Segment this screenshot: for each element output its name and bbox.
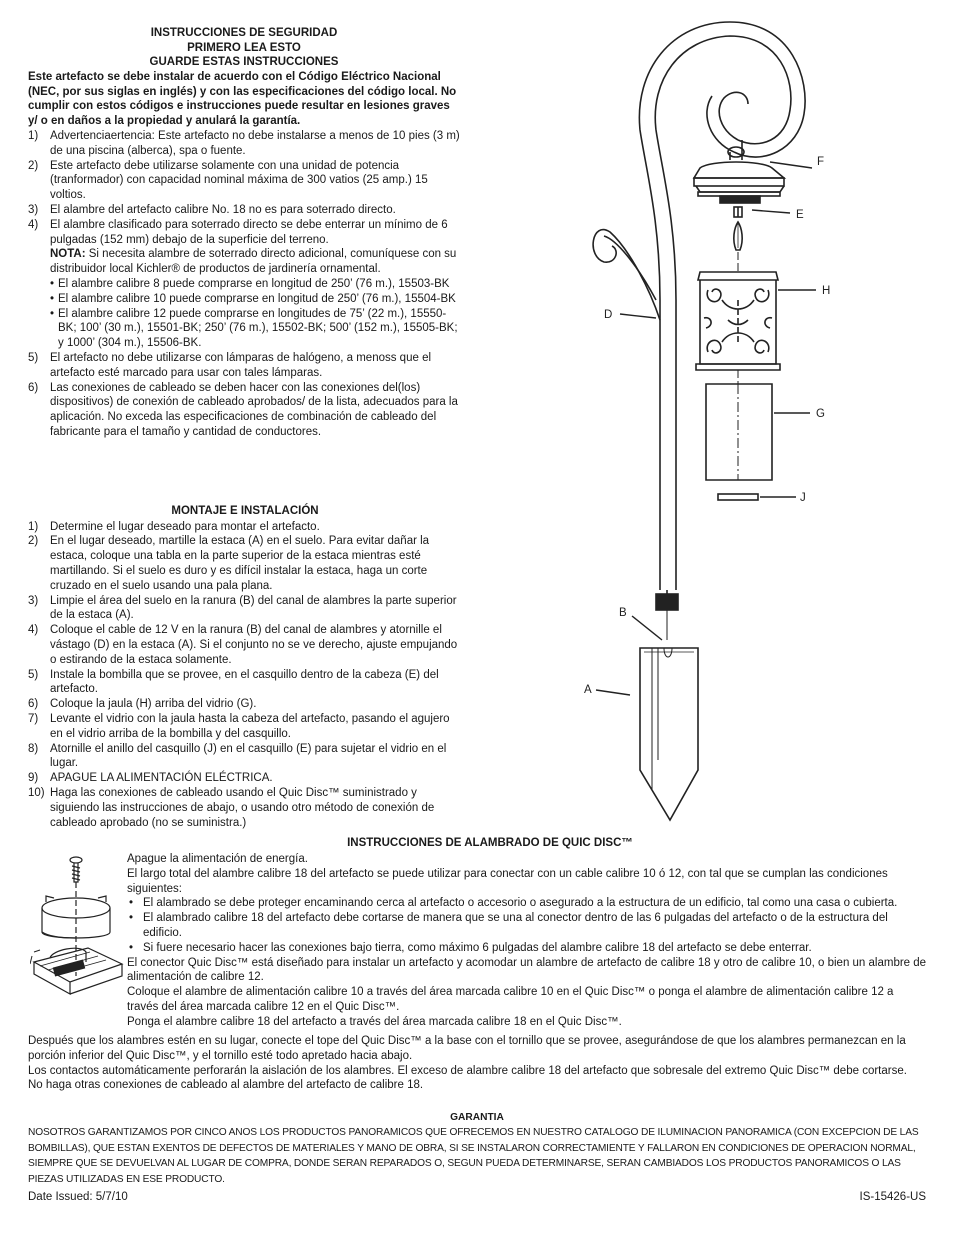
- qd-step-6: Después que los alambres estén en su lug…: [28, 1035, 906, 1062]
- quicdisc-title: INSTRUCCIONES DE ALAMBRADO DE QUIC DISC™: [347, 837, 633, 849]
- mounting-section: MONTAJE E INSTALACIÓN 1)Determine el lug…: [28, 504, 462, 830]
- qd-step-2: El largo total del alambre calibre 18 de…: [127, 867, 888, 895]
- list-item: 7)Levante el vidrio con la jaula hasta l…: [28, 712, 450, 740]
- list-item: •El alambre calibre 8 puede comprarse en…: [50, 277, 450, 290]
- safety-list: 1)Advertenciaertencia: Este artefacto no…: [28, 129, 460, 440]
- safety-title-2: PRIMERO LEA ESTO: [187, 41, 301, 54]
- qd-step-7: Los contactos automáticamente perforarán…: [28, 1064, 907, 1077]
- bullet-list: •El alambre calibre 8 puede comprarse en…: [28, 277, 460, 351]
- list-item: 3)Limpie el área del suelo en la ranura …: [28, 594, 457, 622]
- list-item: 4)Coloque el cable de 12 V en la ranura …: [28, 624, 458, 666]
- quicdisc-section-indented: Apague la alimentación de energía. El la…: [127, 852, 927, 1030]
- label-d: D: [604, 309, 612, 321]
- list-item: 8)Atornille el anillo del casquillo (J) …: [28, 742, 447, 770]
- list-item: 3)El alambre del artefacto calibre No. 1…: [28, 203, 396, 216]
- label-a: A: [584, 684, 592, 696]
- label-b: B: [619, 607, 627, 619]
- quicdisc-illustration: [30, 856, 124, 996]
- list-item: 6)Coloque la jaula (H) arriba del vidrio…: [28, 698, 257, 711]
- list-item: 5)El artefacto no debe utilizarse con lá…: [28, 351, 432, 379]
- list-item: 1)Determine el lugar deseado para montar…: [28, 520, 320, 533]
- label-j: J: [800, 492, 806, 504]
- qd-step-1: Apague la alimentación de energía.: [127, 853, 308, 865]
- label-f: F: [817, 156, 824, 168]
- safety-title-3: GUARDE ESTAS INSTRUCCIONES: [149, 56, 339, 69]
- qd-step-5: Ponga el alambre calibre 18 del artefact…: [127, 1015, 622, 1028]
- list-item: •Si fuere necesario hacer las conexiones…: [129, 941, 812, 954]
- list-item: 4)El alambre clasificado para soterrado …: [28, 218, 448, 246]
- list-item: 10)Haga las conexiones de cableado usand…: [28, 786, 435, 829]
- label-e: E: [796, 209, 804, 221]
- list-item: •El alambre calibre 12 puede comprarse e…: [50, 307, 458, 350]
- label-h: H: [822, 285, 830, 297]
- list-item: •El alambrado calibre 18 del artefacto d…: [129, 912, 888, 939]
- qd-step-8: No haga otras conexiones de cableado al …: [28, 1079, 424, 1092]
- label-g: G: [816, 408, 825, 420]
- list-item: 2)En el lugar deseado, martille la estac…: [28, 535, 430, 592]
- warranty-title: GARANTIA: [450, 1112, 504, 1123]
- list-item: 5)Instale la bombilla que se provee, en …: [28, 668, 439, 696]
- qd-step-4: Coloque el alambre de alimentación calib…: [127, 986, 894, 1013]
- note: NOTA: Si necesita alambre de soterrado d…: [50, 248, 457, 276]
- list-item: •El alambre calibre 10 puede comprarse e…: [50, 292, 456, 305]
- mounting-title: MONTAJE E INSTALACIÓN: [171, 505, 319, 517]
- list-item: 2)Este artefacto debe utilizarse solamen…: [28, 159, 428, 202]
- qd-step-3: El conector Quic Disc™ está diseñado par…: [127, 956, 927, 984]
- list-item: 6)Las conexiones de cableado se deben ha…: [28, 381, 458, 438]
- document-code: IS-15426-US: [859, 1191, 926, 1203]
- safety-section: INSTRUCCIONES DE SEGURIDAD PRIMERO LEA E…: [28, 26, 460, 440]
- quicdisc-section-full: Después que los alambres estén en su lug…: [28, 1034, 928, 1093]
- safety-title-1: INSTRUCCIONES DE SEGURIDAD: [150, 27, 338, 39]
- date-issued: Date Issued: 5/7/10: [28, 1191, 128, 1203]
- list-item: 1)Advertenciaertencia: Este artefacto no…: [28, 129, 460, 157]
- safety-intro: Este artefacto se debe instalar de acuer…: [28, 70, 457, 128]
- fixture-diagram: F E H D G J B A: [584, 21, 830, 822]
- list-item: 9)APAGUE LA ALIMENTACIÓN ELÉCTRICA.: [28, 772, 273, 785]
- list-item: •El alambrado se debe proteger encaminan…: [129, 897, 898, 910]
- warranty-text: NOSOTROS GARANTIZAMOS POR CINCO ANOS LOS…: [28, 1127, 919, 1185]
- mounting-list: 1)Determine el lugar deseado para montar…: [28, 520, 462, 831]
